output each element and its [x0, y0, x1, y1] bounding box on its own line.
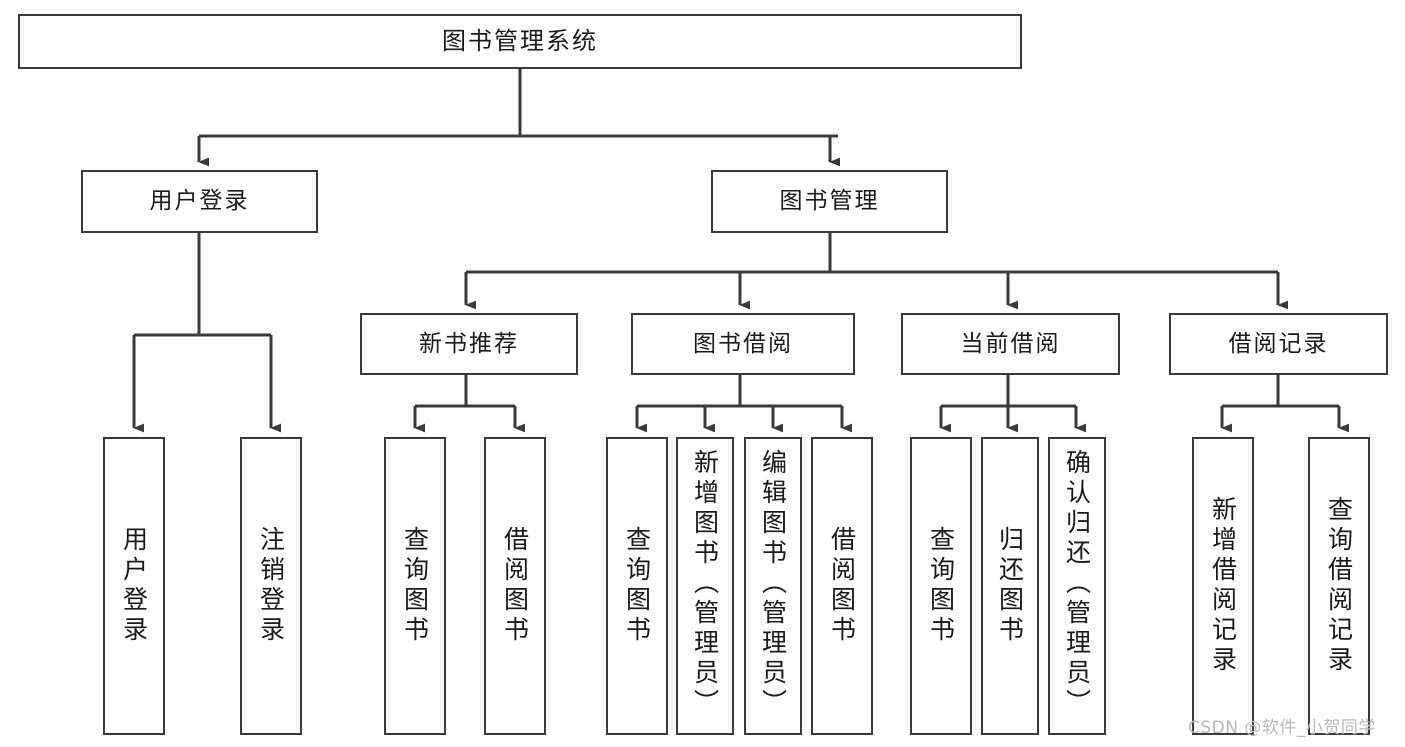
leaf-edit-book-admin[interactable]: 编辑图书（管理员）: [744, 437, 802, 735]
leaf-add-book-admin[interactable]: 新增图书（管理员）: [676, 437, 734, 735]
node-label: 用户登录: [149, 188, 250, 215]
node-label: 当前借阅: [960, 330, 1061, 357]
leaf-confirm-return-admin[interactable]: 确认归还（管理员）: [1048, 437, 1106, 735]
node-root-book-management-system[interactable]: 图书管理系统: [18, 14, 1022, 69]
leaf-user-login[interactable]: 用户登录: [103, 437, 165, 735]
leaf-add-borrow-record[interactable]: 新增借阅记录: [1192, 437, 1254, 735]
leaf-borrow-books[interactable]: 借阅图书: [811, 437, 873, 735]
leaf-query-books-new[interactable]: 查询图书: [384, 437, 446, 735]
node-label: 注销登录: [256, 526, 286, 646]
leaf-query-books-current[interactable]: 查询图书: [910, 437, 972, 735]
node-book-borrowing[interactable]: 图书借阅: [631, 313, 855, 375]
node-label: 借阅图书: [500, 526, 530, 646]
node-label: 查询借阅记录: [1324, 496, 1354, 676]
node-label: 借阅记录: [1228, 330, 1329, 357]
node-user-login[interactable]: 用户登录: [81, 170, 318, 233]
node-label: 用户登录: [119, 526, 149, 646]
leaf-logout[interactable]: 注销登录: [240, 437, 302, 735]
leaf-return-books[interactable]: 归还图书: [981, 437, 1039, 735]
node-borrowing-records[interactable]: 借阅记录: [1169, 313, 1388, 375]
csdn-watermark: CSDN @软件_小贺同学: [1188, 718, 1376, 738]
node-book-management[interactable]: 图书管理: [711, 170, 948, 233]
node-label: 图书借阅: [693, 330, 793, 357]
leaf-borrow-books-new[interactable]: 借阅图书: [484, 437, 546, 735]
node-label: 查询图书: [400, 526, 430, 646]
node-label: 新增图书（管理员）: [690, 449, 720, 719]
node-label: 编辑图书（管理员）: [758, 449, 788, 719]
node-label: 确认归还（管理员）: [1062, 449, 1092, 719]
node-new-book-recommendation[interactable]: 新书推荐: [360, 313, 578, 375]
node-label: 图书管理系统: [442, 26, 598, 55]
node-label: 图书管理: [779, 188, 880, 215]
node-label: 新书推荐: [419, 330, 519, 357]
leaf-query-books-borrow[interactable]: 查询图书: [606, 437, 668, 735]
node-current-borrowing[interactable]: 当前借阅: [901, 313, 1120, 375]
node-label: 归还图书: [995, 526, 1025, 646]
node-label: 新增借阅记录: [1208, 496, 1238, 676]
leaf-query-borrow-record[interactable]: 查询借阅记录: [1308, 437, 1370, 735]
node-label: 借阅图书: [827, 526, 857, 646]
node-label: 查询图书: [926, 526, 956, 646]
node-label: 查询图书: [622, 526, 652, 646]
